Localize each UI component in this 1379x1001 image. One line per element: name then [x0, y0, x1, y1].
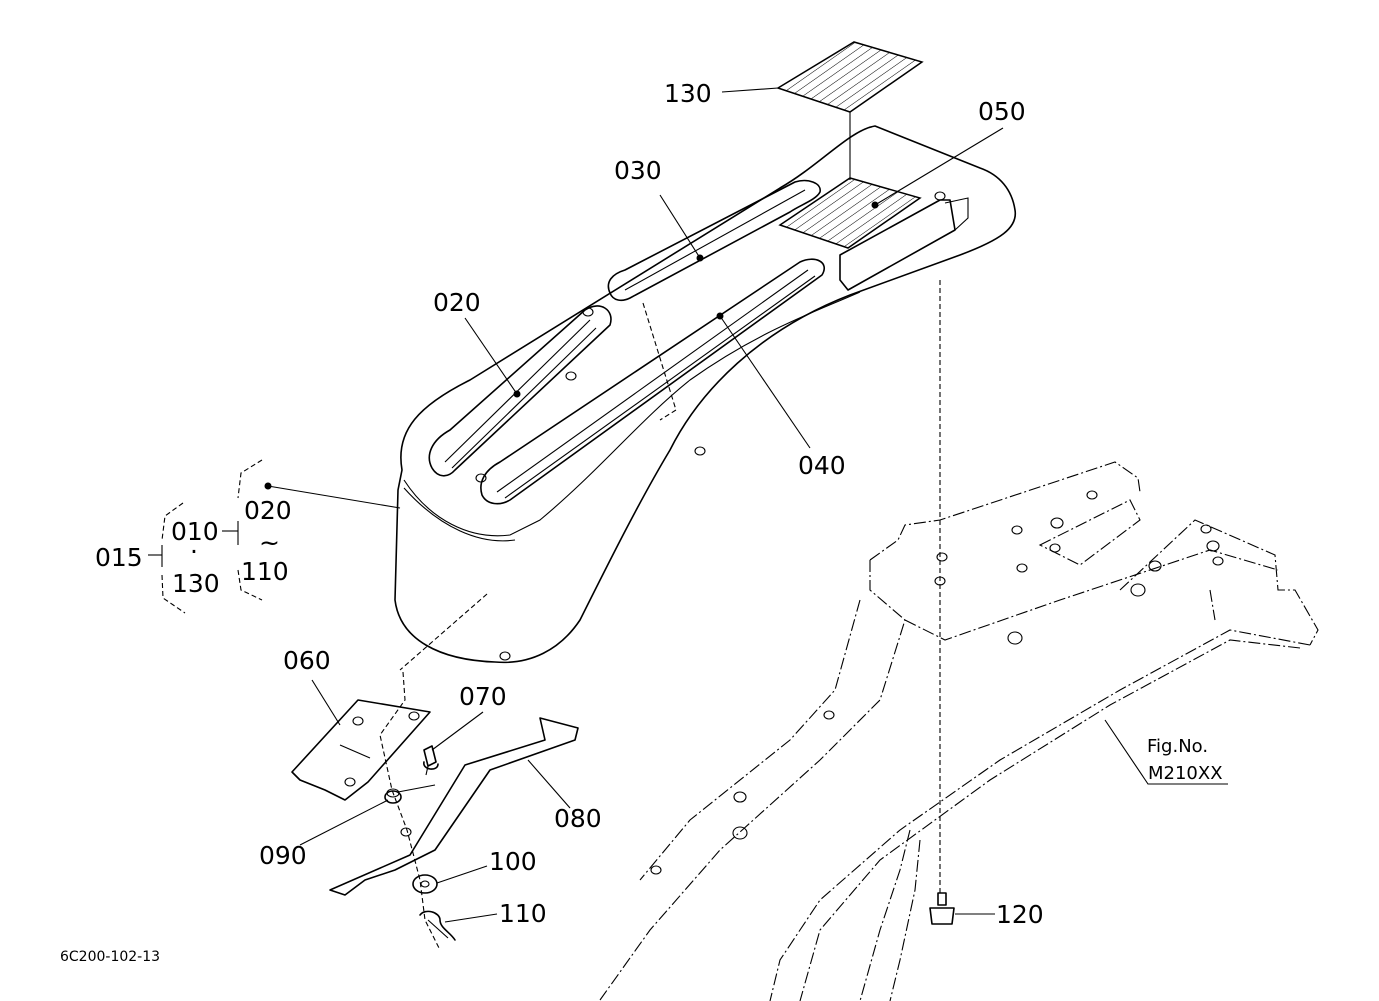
callout-090: 090 [259, 841, 307, 870]
bracket-060 [291, 699, 431, 801]
callout-130-range: 130 [172, 569, 220, 598]
callout-040: 040 [798, 451, 846, 480]
callout-110-range: 110 [241, 557, 289, 586]
figure-ref-number: M210XX [1148, 763, 1223, 784]
callout-060: 060 [283, 646, 331, 675]
callout-130: 130 [664, 79, 712, 108]
pin-110 [419, 910, 456, 941]
lever-080 [329, 717, 579, 896]
hatched-decal-130 [776, 41, 924, 113]
drawing-number: 6C200-102-13 [60, 949, 160, 965]
callout-100: 100 [489, 847, 537, 876]
washer-100 [412, 874, 438, 894]
leader-lines [264, 87, 1228, 923]
callout-010: 010 [171, 517, 219, 546]
assembly-bracket [148, 459, 263, 614]
console-cover [394, 125, 1017, 664]
callout-020: 020 [433, 288, 481, 317]
frame-holes [650, 490, 1224, 875]
hatched-decal-050 [778, 177, 922, 249]
callout-015: 015 [95, 543, 143, 572]
fender-frame [599, 461, 1319, 1001]
screw-120 [929, 892, 955, 925]
callout-080: 080 [554, 804, 602, 833]
range-tilde: ~ [259, 528, 280, 557]
callout-110: 110 [499, 899, 547, 928]
spring-090 [384, 784, 436, 804]
bolt-070 [423, 745, 439, 776]
callout-050: 050 [978, 97, 1026, 126]
callout-020-range: 020 [244, 496, 292, 525]
callout-070: 070 [459, 682, 507, 711]
callout-030: 030 [614, 156, 662, 185]
callout-120: 120 [996, 900, 1044, 929]
range-separator: · [190, 537, 198, 566]
figure-ref-label: Fig.No. [1147, 736, 1208, 757]
